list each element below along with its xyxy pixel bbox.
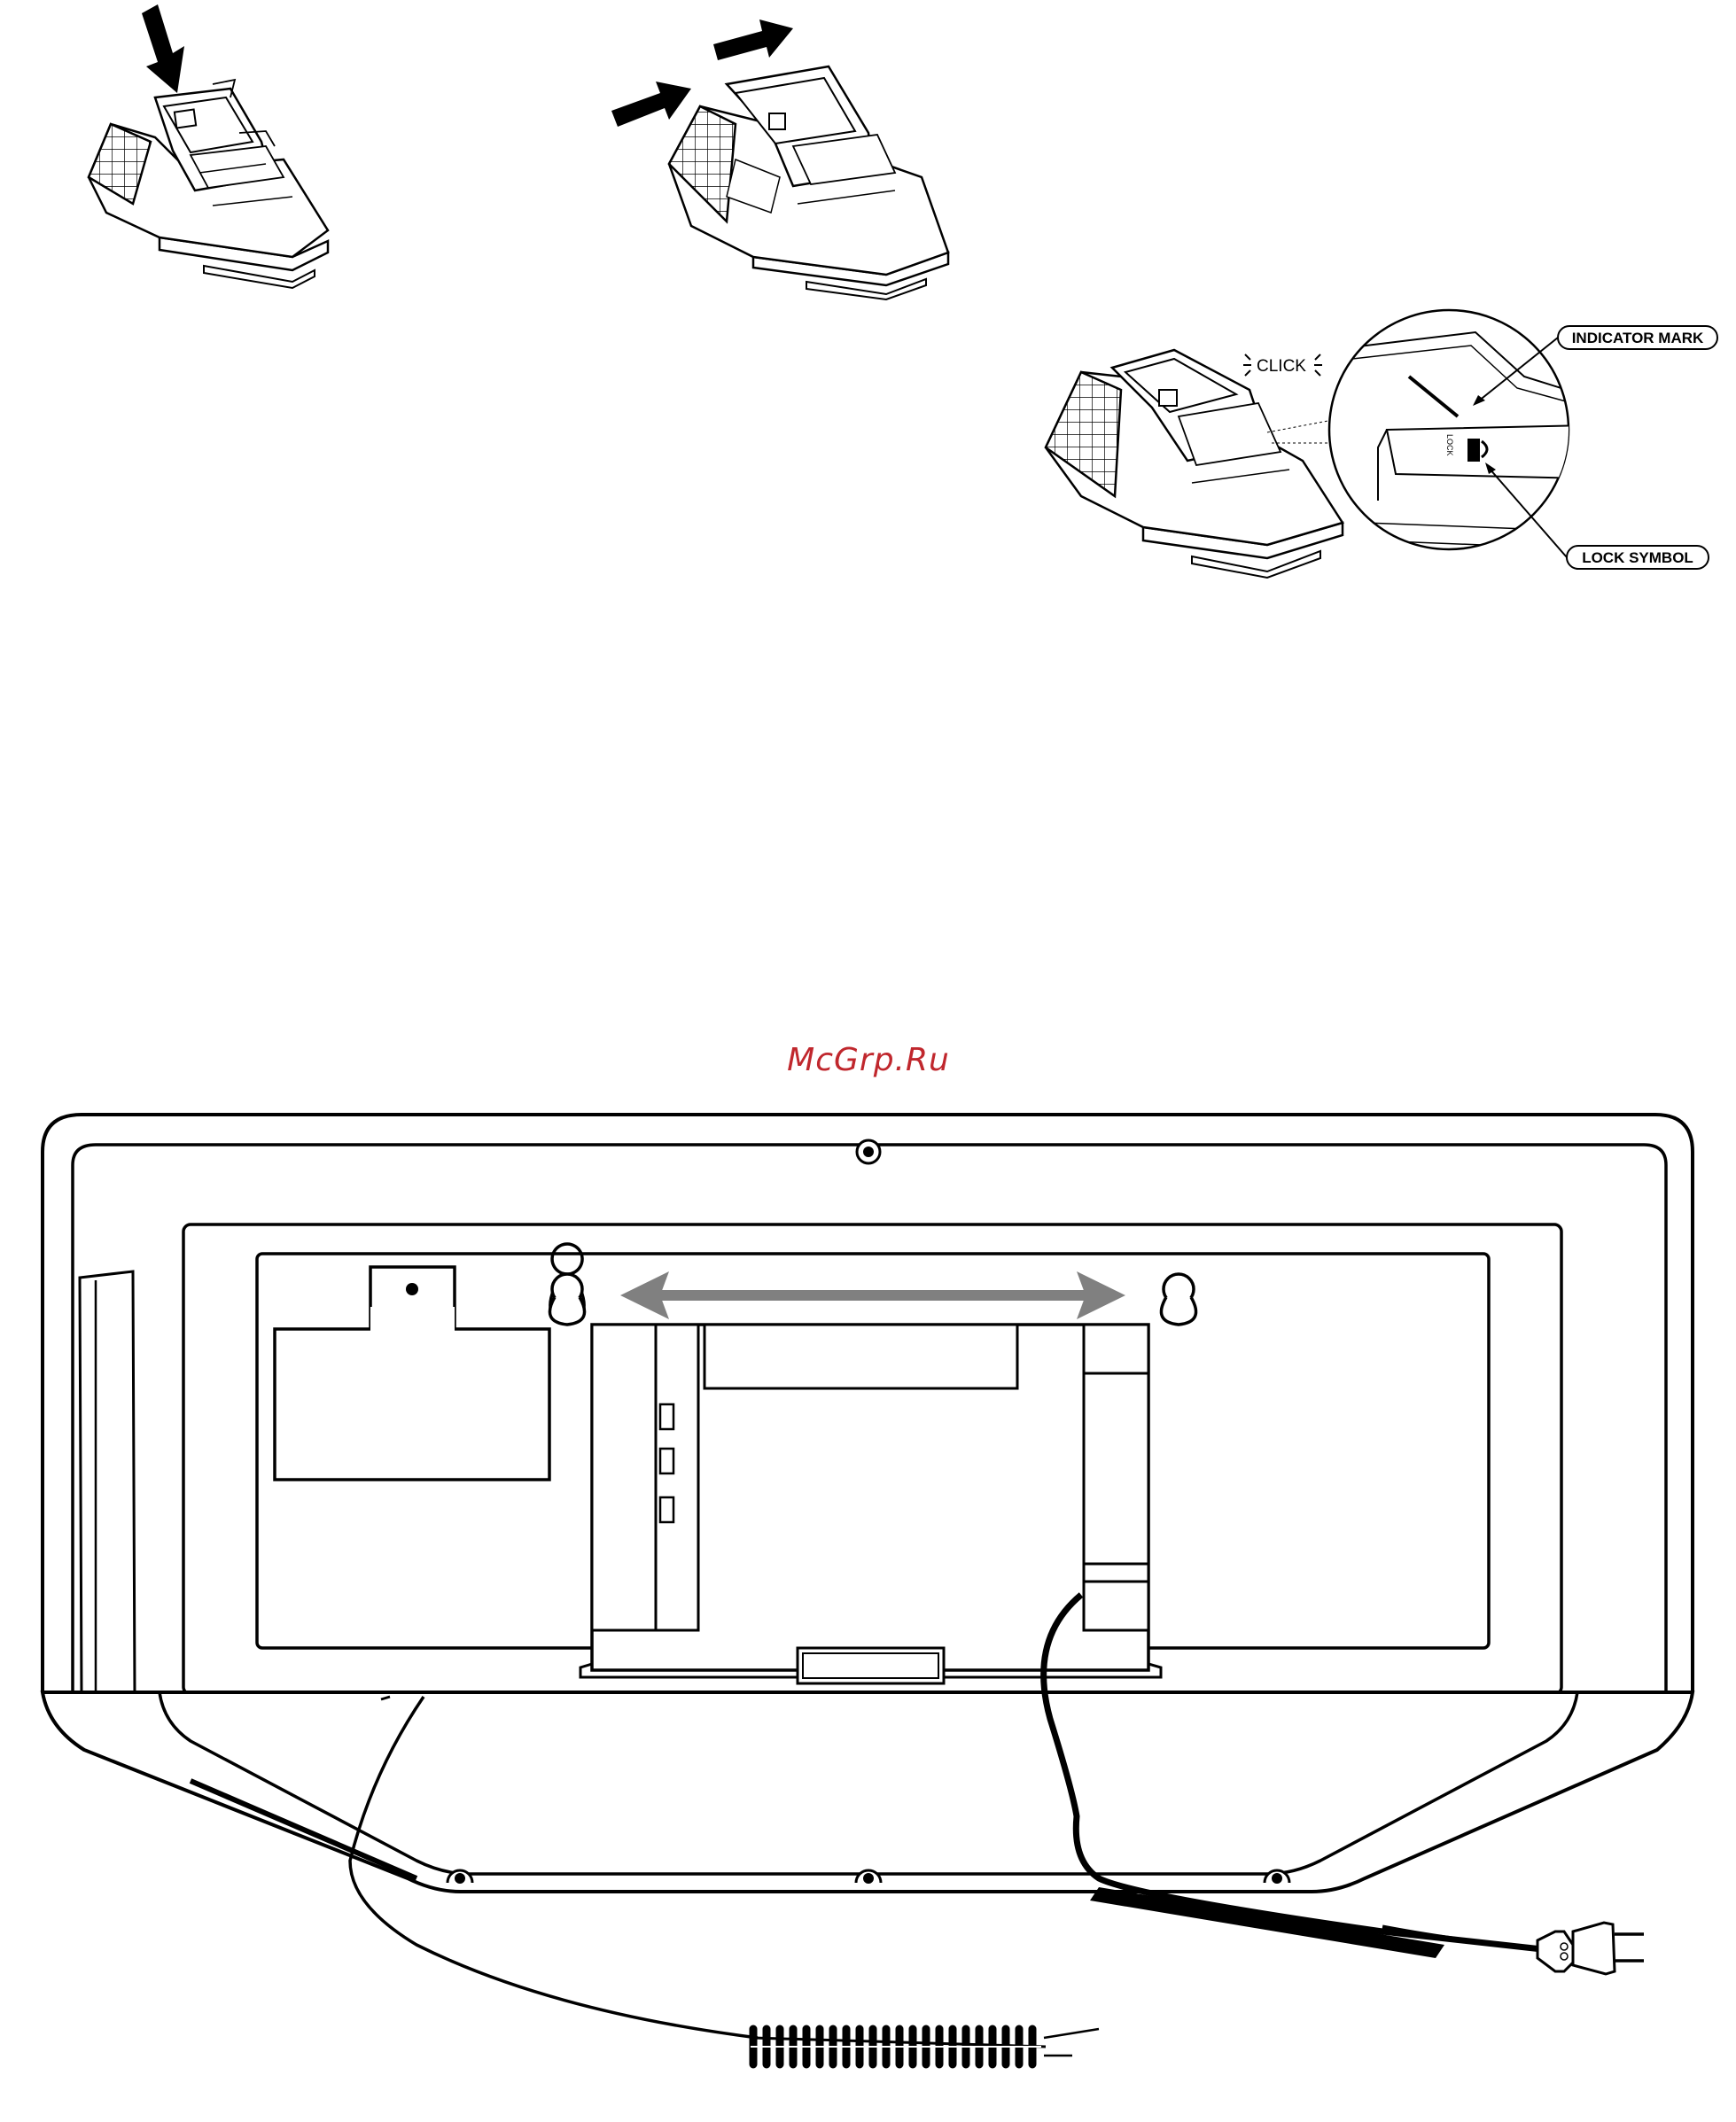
lock-body-text: LOCK — [1445, 434, 1454, 456]
arrow-down-icon — [142, 4, 184, 93]
rear-view-illustration — [43, 1115, 1693, 2064]
lock-symbol-label: LOCK SYMBOL — [1582, 549, 1693, 566]
step3-stand-illustration — [1046, 350, 1343, 578]
step1-stand-illustration — [89, 80, 328, 288]
watermark-text: McGrp.Ru — [787, 1042, 950, 1078]
lock-detail-zoom: LOCK — [1329, 310, 1595, 549]
screw-icon — [857, 1140, 880, 1163]
coil-spring-icon — [751, 2029, 1041, 2064]
power-plug-icon — [1537, 1923, 1644, 1974]
indicator-mark-label: INDICATOR MARK — [1572, 330, 1704, 346]
step2-stand-illustration — [669, 66, 948, 299]
click-label: CLICK — [1257, 357, 1306, 376]
click-label-group: CLICK — [1243, 354, 1322, 376]
screw-icon — [856, 1870, 881, 1884]
screw-icon — [1265, 1870, 1289, 1884]
keyhole-slot-right — [1161, 1274, 1195, 1325]
screw-icon — [448, 1870, 472, 1884]
mounting-bracket — [580, 1325, 1161, 1683]
